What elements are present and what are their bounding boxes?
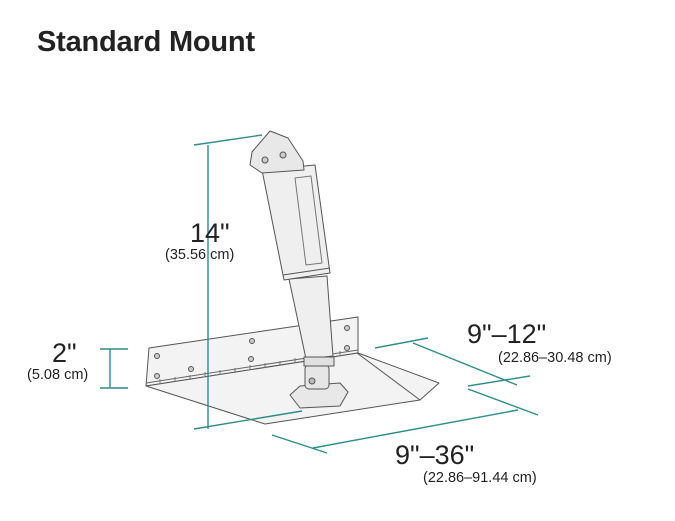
height-imperial-label: 14" xyxy=(190,218,230,248)
trim-tab-plate xyxy=(145,316,440,425)
mounting-screws xyxy=(154,325,350,379)
height-metric-label: (35.56 cm) xyxy=(165,247,235,263)
chord-metric-label: (22.86–30.48 cm) xyxy=(498,350,612,366)
actuator-base-mount xyxy=(289,382,349,409)
actuator-rod xyxy=(288,275,334,360)
actuator xyxy=(249,130,349,409)
hinge-knuckles xyxy=(159,351,341,384)
dimension-lines xyxy=(100,134,539,454)
chord-dimension-line xyxy=(412,342,518,386)
actuator-top-bracket xyxy=(249,130,305,174)
hinge-metric-label: (5.08 cm) xyxy=(27,367,89,383)
span-metric-label: (22.86–91.44 cm) xyxy=(423,470,537,486)
page-title: Standard Mount xyxy=(37,26,255,58)
chord-imperial-label: 9"–12" xyxy=(467,319,547,349)
span-imperial-label: 9"–36" xyxy=(395,440,475,470)
hinge-imperial-label: 2" xyxy=(52,338,77,368)
span-dimension-line xyxy=(312,409,519,449)
